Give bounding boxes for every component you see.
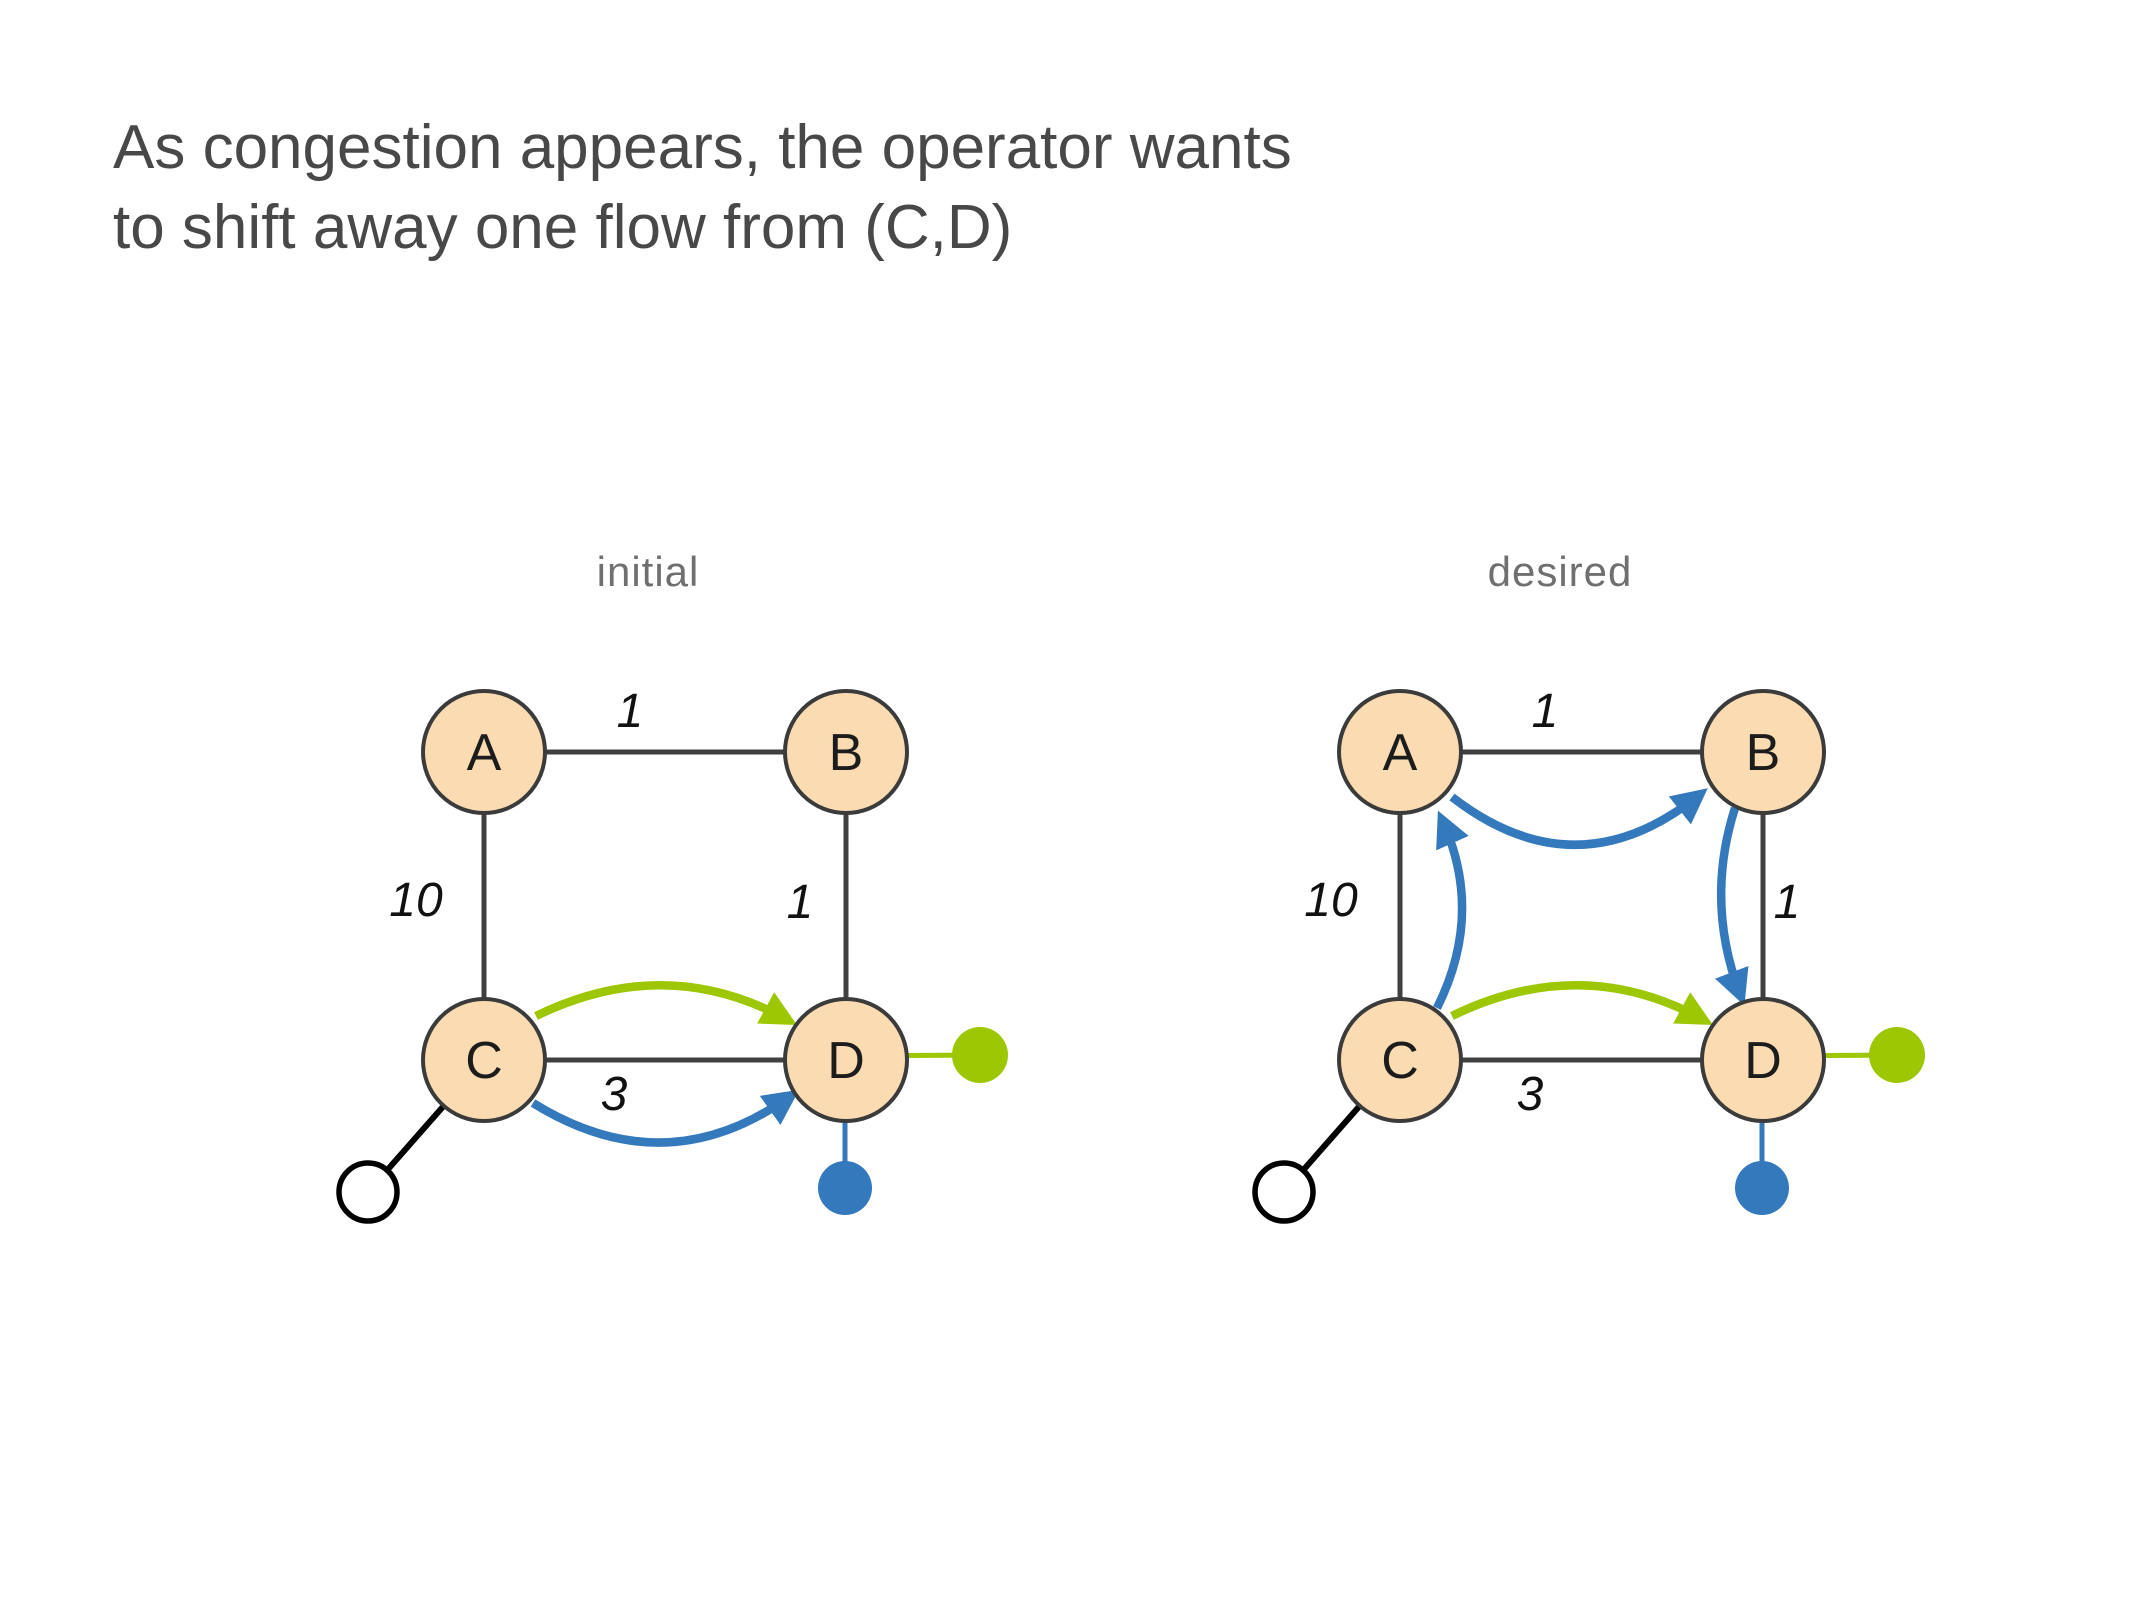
diagram-desired: A B C D 1 10 1 3 <box>1252 685 1925 1224</box>
green-flow-arrow-c-to-d <box>534 981 797 1025</box>
node-d-label: D <box>1744 1032 1782 1090</box>
slide-title-line2: to shift away one flow from (C,D) <box>113 193 1013 262</box>
node-a-label: A <box>467 724 502 782</box>
diagram-initial: A B C D 1 10 1 3 <box>336 685 1008 1224</box>
edge-c-d-label: 3 <box>1517 1068 1544 1121</box>
edge-b-d-label: 1 <box>1774 876 1801 929</box>
edge-b-d-label: 1 <box>787 876 814 929</box>
node-d <box>1700 997 1826 1123</box>
edge-a-b-label: 1 <box>1532 685 1559 738</box>
node-d <box>783 997 909 1123</box>
node-c-label: C <box>465 1032 503 1090</box>
edge-a-c-label: 10 <box>389 874 443 927</box>
edge-c-d-label: 3 <box>601 1068 628 1121</box>
node-b-label: B <box>829 724 864 782</box>
blue-flow-endpoint-dot <box>818 1161 872 1215</box>
green-flow-endpoint-dot <box>1869 1027 1925 1083</box>
blue-flow-arrow-c-to-a <box>1433 810 1469 1010</box>
blue-flow-arrow-b-to-d <box>1715 806 1749 1006</box>
slide-title-line1: As congestion appears, the operator want… <box>113 113 1292 182</box>
source-host-circle <box>1252 1160 1316 1224</box>
blue-flow-endpoint-dot <box>1735 1161 1789 1215</box>
slide-title: As congestion appears, the operator want… <box>113 108 1292 268</box>
node-a <box>1337 689 1463 815</box>
caption-initial: initial <box>596 548 700 595</box>
node-c <box>1337 997 1463 1123</box>
node-b-label: B <box>1746 724 1781 782</box>
node-d-label: D <box>827 1032 865 1090</box>
blue-flow-arrow-a-to-b <box>1449 788 1708 849</box>
node-b <box>1700 689 1826 815</box>
node-b <box>783 689 909 815</box>
green-flow-endpoint-dot <box>952 1027 1008 1083</box>
source-host-circle <box>336 1160 400 1224</box>
edge-a-c-label: 10 <box>1304 874 1358 927</box>
node-c-label: C <box>1381 1032 1419 1090</box>
edge-a-b-label: 1 <box>617 685 644 738</box>
node-a <box>421 689 547 815</box>
node-a-label: A <box>1383 724 1418 782</box>
node-c <box>421 997 547 1123</box>
caption-desired: desired <box>1487 548 1633 595</box>
blue-flow-arrow-c-to-d <box>530 1089 800 1147</box>
green-flow-arrow-c-to-d <box>1450 981 1713 1025</box>
